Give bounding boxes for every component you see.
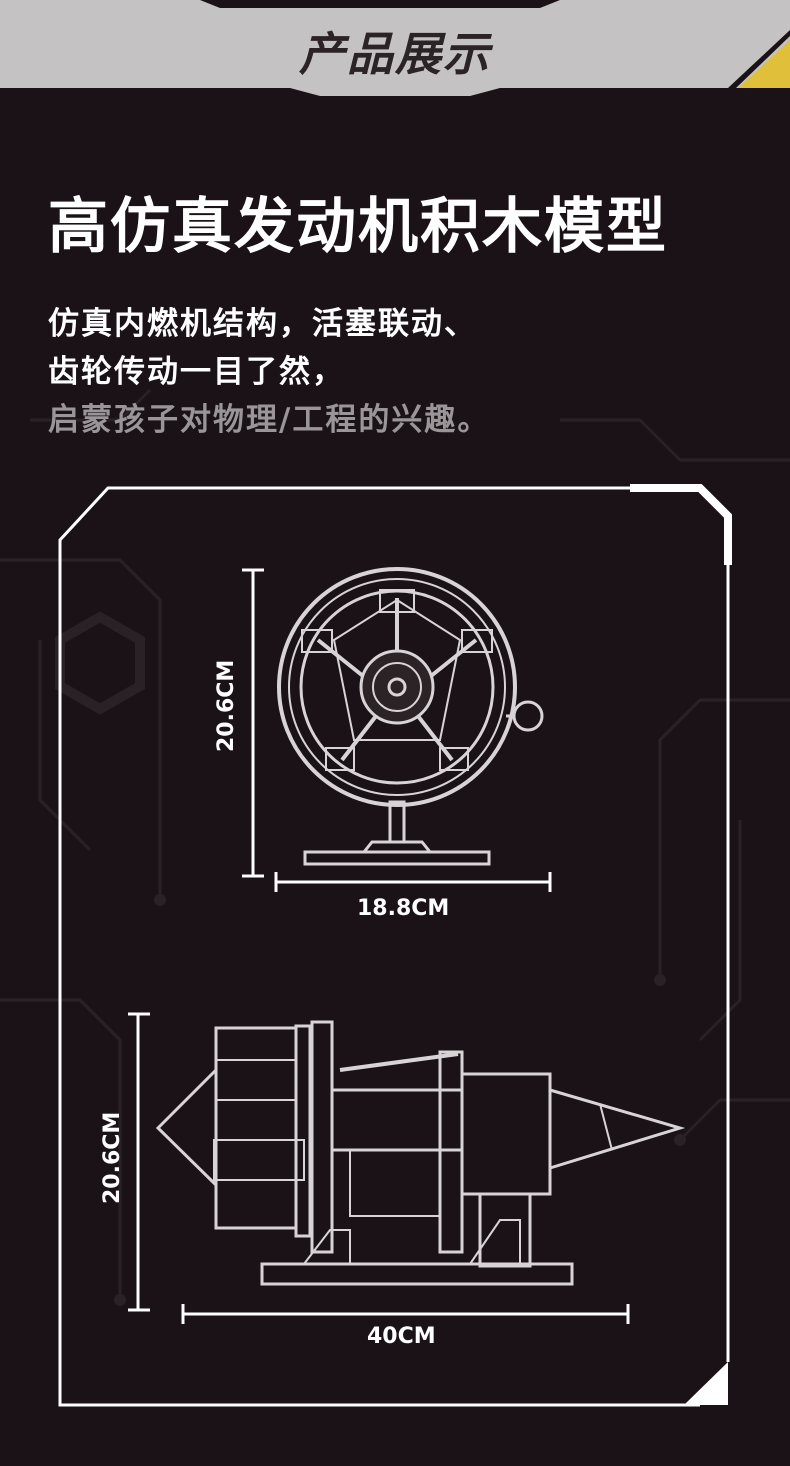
description: 仿真内燃机结构，活塞联动、 齿轮传动一目了然， 启蒙孩子对物理/工程的兴趣。 [48,300,490,444]
banner-shape [0,0,790,96]
description-line-1: 仿真内燃机结构，活塞联动、 [48,306,477,342]
side-height-dimension [128,1012,150,1312]
description-line-3: 启蒙孩子对物理/工程的兴趣。 [48,402,491,438]
page-title: 高仿真发动机积木模型 [48,192,668,262]
side-length-dimension [181,1304,630,1324]
engine-side-view [155,1020,686,1286]
top-height-label: 20.6CM [214,659,239,752]
top-height-dimension [242,568,264,878]
description-line-2: 齿轮传动一目了然， [48,354,345,390]
top-width-label: 18.8CM [357,896,450,921]
side-length-label: 40CM [367,1324,436,1349]
header-banner: 产品展示 [0,0,790,100]
banner-title: 产品展示 [299,27,491,81]
side-height-label: 20.6CM [100,1111,125,1204]
top-width-dimension [274,872,552,892]
engine-front-view [277,567,544,866]
